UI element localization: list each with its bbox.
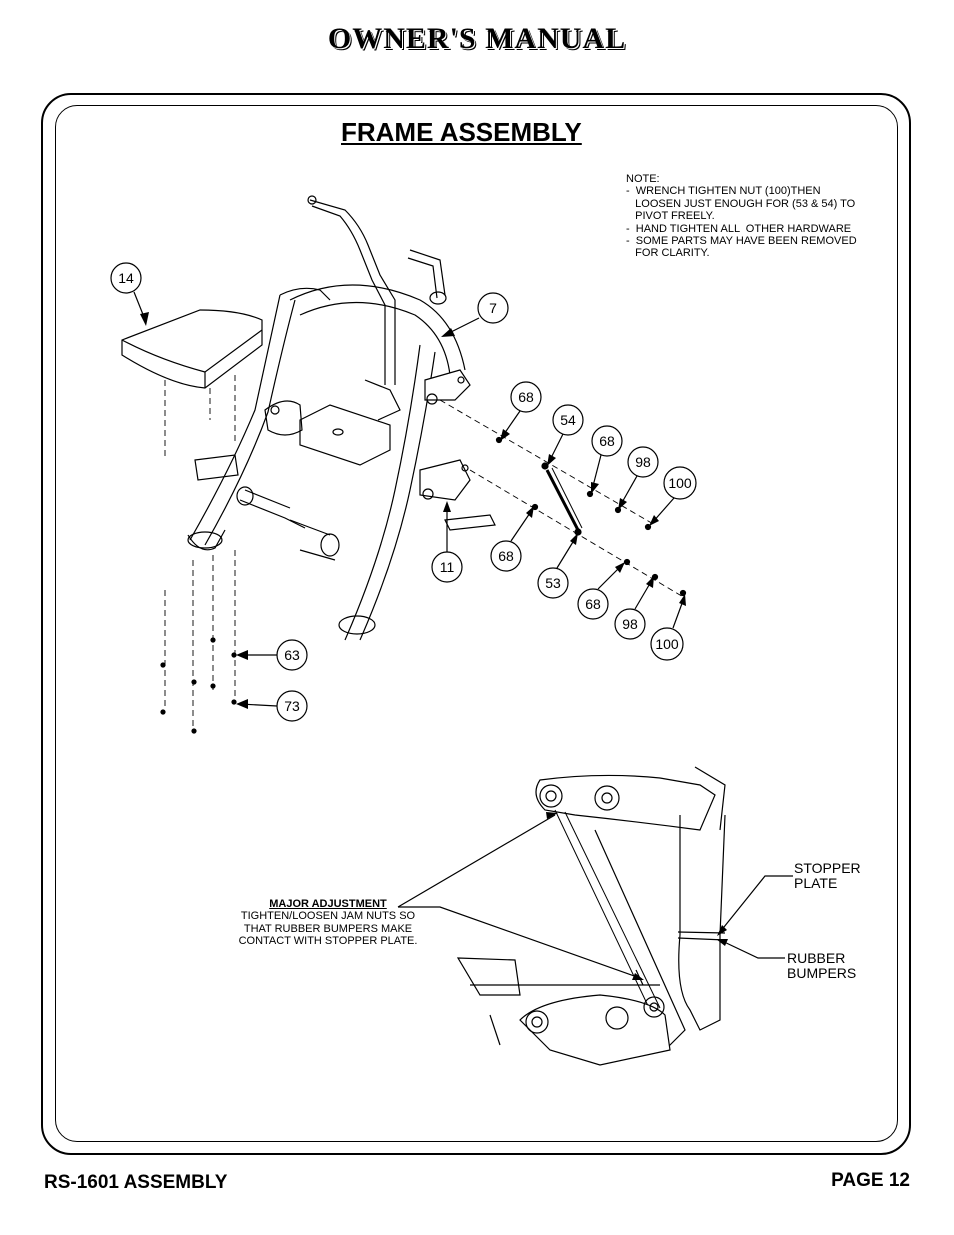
page-header-title: OWNER'S MANUAL [327,22,627,55]
callout-100: 100 [655,636,679,652]
footer-page-number: PAGE 12 [831,1170,910,1191]
major-adjustment-text: TIGHTEN/LOOSEN JAM NUTS SO THAT RUBBER B… [238,910,418,948]
leader-arrowheads [140,312,686,709]
assembly-note: NOTE: - WRENCH TIGHTEN NUT (100)THEN LOO… [626,173,857,260]
callout-54: 54 [560,412,576,428]
callout-68: 68 [518,389,534,405]
callout-63: 63 [284,647,300,663]
rubber-bumpers-label: RUBBER BUMPERS [787,950,857,981]
callout-14: 14 [118,270,134,286]
callout-98: 98 [635,454,651,470]
major-adjustment-title: MAJOR ADJUSTMENT [269,898,387,910]
section-title: FRAME ASSEMBLY [341,117,582,147]
callout-68: 68 [498,548,514,564]
stopper-plate-label: STOPPER PLATE [794,860,861,891]
callout-73: 73 [284,698,300,714]
callout-100: 100 [668,475,692,491]
callout-68: 68 [599,433,615,449]
callout-53: 53 [545,575,561,591]
callout-7: 7 [489,300,497,316]
hardware-dots [160,436,687,734]
footer-model: RS-1601 ASSEMBLY [44,1172,228,1193]
detail-view [397,766,793,1066]
callout-11: 11 [439,559,455,575]
callout-98: 98 [622,616,638,632]
major-adjustment-note: MAJOR ADJUSTMENT TIGHTEN/LOOSEN JAM NUTS… [230,898,426,948]
seat-pad [121,309,263,389]
callout-68: 68 [585,596,601,612]
bench-frame [187,195,496,641]
inner-frame [55,105,898,1142]
seat-dash-lines [164,375,236,730]
outer-frame [41,93,911,1155]
